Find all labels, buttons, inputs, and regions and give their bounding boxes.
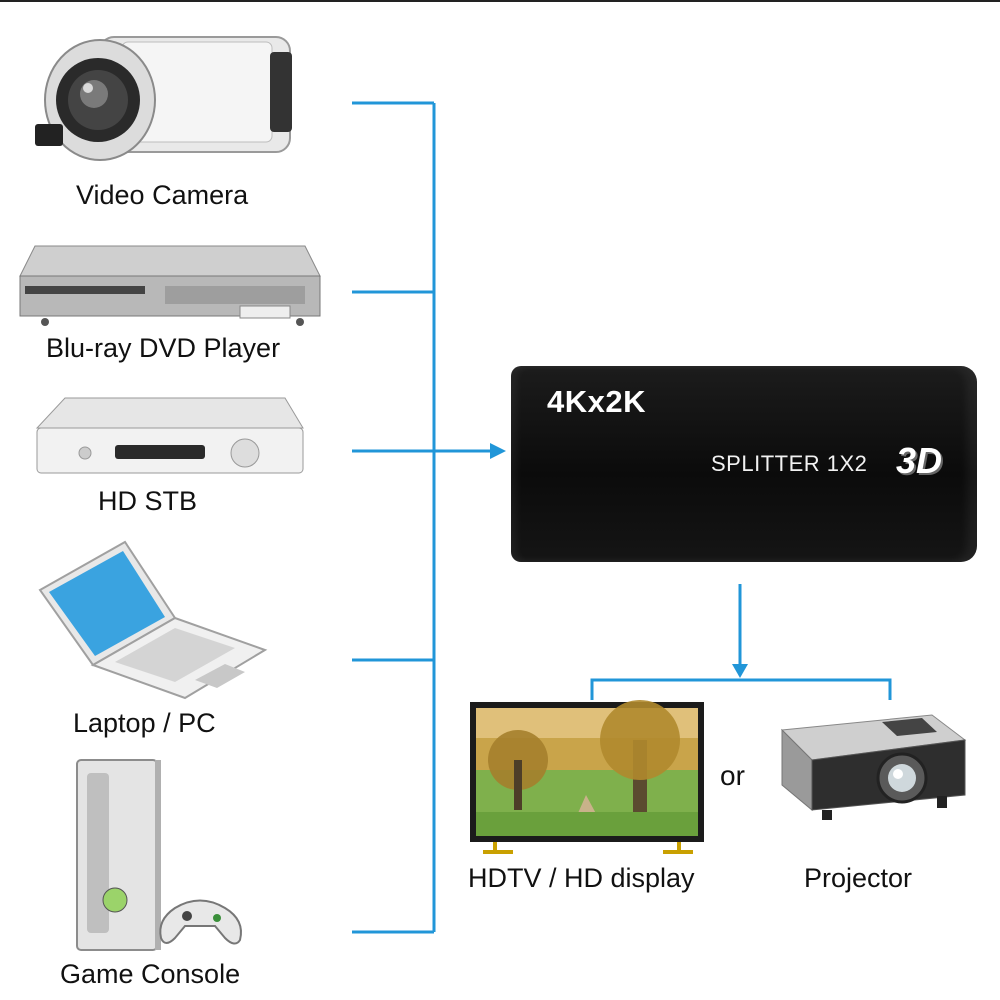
dvd-player-icon	[19, 245, 321, 326]
splitter-title: 4Kx2K	[547, 384, 646, 419]
projector-icon	[780, 714, 967, 820]
set-top-box-icon	[35, 397, 304, 474]
splitter-subtitle: SPLITTER 1X2	[711, 451, 868, 476]
input-label-hd-stb: HD STB	[98, 486, 198, 516]
or-connector: or	[720, 760, 745, 791]
hdmi-splitter-icon: 4Kx2K SPLITTER 1X2 3D	[511, 366, 977, 562]
input-label-video-camera: Video Camera	[76, 180, 249, 210]
top-border	[0, 0, 1000, 2]
input-label-game-console: Game Console	[60, 959, 241, 989]
input-label-dvd-player: Blu-ray DVD Player	[46, 333, 281, 363]
output-label-projector: Projector	[804, 863, 913, 893]
game-console-icon	[76, 759, 242, 951]
video-camera-icon	[35, 36, 292, 161]
tv-display-icon	[470, 700, 704, 854]
output-label-hdtv: HDTV / HD display	[468, 863, 695, 893]
laptop-icon	[38, 540, 268, 700]
splitter-3d-badge: 3D	[896, 440, 943, 481]
input-label-laptop: Laptop / PC	[73, 708, 216, 738]
